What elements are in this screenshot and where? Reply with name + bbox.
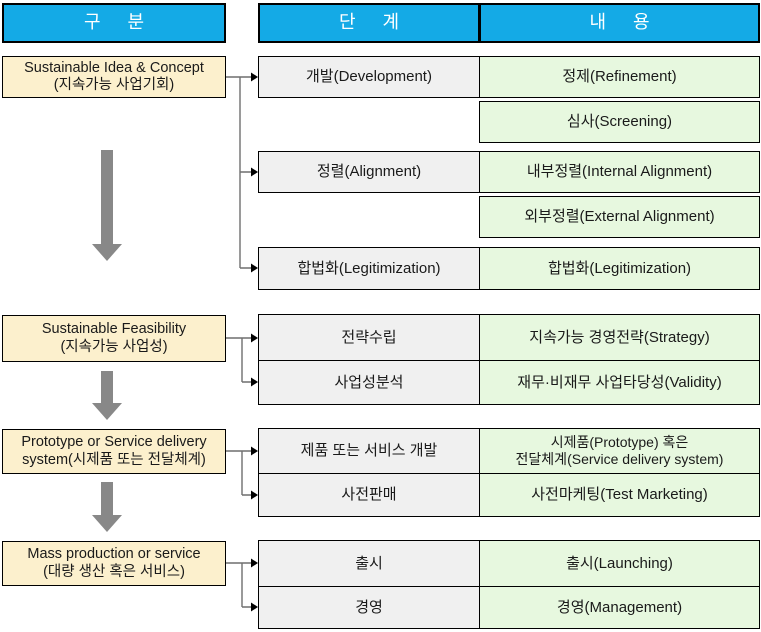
category-box-prototype: Prototype or Service delivery system(시제품… bbox=[2, 429, 226, 474]
content-line1: 시제품(Prototype) 혹은 bbox=[550, 433, 689, 450]
step-strategy-setup: 전략수립 bbox=[258, 314, 480, 361]
content-legitimization: 합법화(Legitimization) bbox=[479, 247, 760, 290]
step-product-service-dev: 제품 또는 서비스 개발 bbox=[258, 428, 480, 474]
category-line2: system(시제품 또는 전달체계) bbox=[22, 451, 206, 468]
arrowhead-icon bbox=[251, 602, 258, 612]
down-arrow-shaft bbox=[101, 371, 113, 403]
step-launch: 출시 bbox=[258, 540, 480, 587]
category-line1: Prototype or Service delivery bbox=[21, 434, 207, 451]
connector-group3 bbox=[226, 450, 251, 496]
header-stage: 단 계 bbox=[258, 3, 480, 43]
step-legitimization: 합법화(Legitimization) bbox=[258, 247, 480, 290]
step-feasibility-analysis: 사업성분석 bbox=[258, 360, 480, 405]
step-presale: 사전판매 bbox=[258, 473, 480, 517]
category-line1: Sustainable Idea & Concept bbox=[24, 59, 204, 76]
down-arrow-shaft bbox=[101, 482, 113, 515]
content-test-marketing: 사전마케팅(Test Marketing) bbox=[479, 473, 760, 517]
arrowhead-icon bbox=[251, 377, 258, 387]
down-arrow-icon bbox=[92, 515, 122, 532]
header-category: 구 분 bbox=[2, 3, 226, 43]
down-arrow-shaft bbox=[101, 150, 113, 244]
header-content: 내 용 bbox=[479, 3, 760, 43]
content-launching: 출시(Launching) bbox=[479, 540, 760, 587]
content-prototype-delivery: 시제품(Prototype) 혹은 전달체계(Service delivery … bbox=[479, 428, 760, 474]
category-line1: Sustainable Feasibility bbox=[41, 321, 187, 338]
down-arrow-icon bbox=[92, 244, 122, 261]
step-management: 경영 bbox=[258, 586, 480, 629]
category-box-idea-concept: Sustainable Idea & Concept (지속가능 사업기회) bbox=[2, 56, 226, 98]
category-box-feasibility: Sustainable Feasibility (지속가능 사업성) bbox=[2, 315, 226, 362]
arrowhead-icon bbox=[251, 446, 258, 456]
down-arrow-icon bbox=[92, 403, 122, 420]
content-line2: 전달체계(Service delivery system) bbox=[515, 451, 724, 467]
category-line2: (대량 생산 혹은 서비스) bbox=[43, 563, 185, 580]
category-box-mass-production: Mass production or service (대량 생산 혹은 서비스… bbox=[2, 541, 226, 586]
step-alignment: 정렬(Alignment) bbox=[258, 151, 480, 193]
content-external-alignment: 외부정렬(External Alignment) bbox=[479, 196, 760, 238]
arrowhead-icon bbox=[251, 490, 258, 500]
connector-group2 bbox=[226, 337, 251, 383]
arrowhead-icon bbox=[251, 263, 258, 273]
content-refinement: 정제(Refinement) bbox=[479, 56, 760, 98]
arrowhead-icon bbox=[251, 333, 258, 343]
arrowhead-icon bbox=[251, 167, 258, 177]
category-line1: Mass production or service bbox=[27, 546, 201, 563]
step-development: 개발(Development) bbox=[258, 56, 480, 98]
arrowhead-icon bbox=[251, 72, 258, 82]
content-internal-alignment: 내부정렬(Internal Alignment) bbox=[479, 151, 760, 193]
content-strategy: 지속가능 경영전략(Strategy) bbox=[479, 314, 760, 361]
content-validity: 재무·비재무 사업타당성(Validity) bbox=[479, 360, 760, 405]
content-management: 경영(Management) bbox=[479, 586, 760, 629]
category-line2: (지속가능 사업성) bbox=[60, 338, 168, 355]
category-line2: (지속가능 사업기회) bbox=[53, 77, 175, 93]
arrowhead-icon bbox=[251, 558, 258, 568]
connector-group4 bbox=[226, 562, 251, 608]
content-screening: 심사(Screening) bbox=[479, 101, 760, 143]
connector-group1 bbox=[226, 76, 251, 269]
